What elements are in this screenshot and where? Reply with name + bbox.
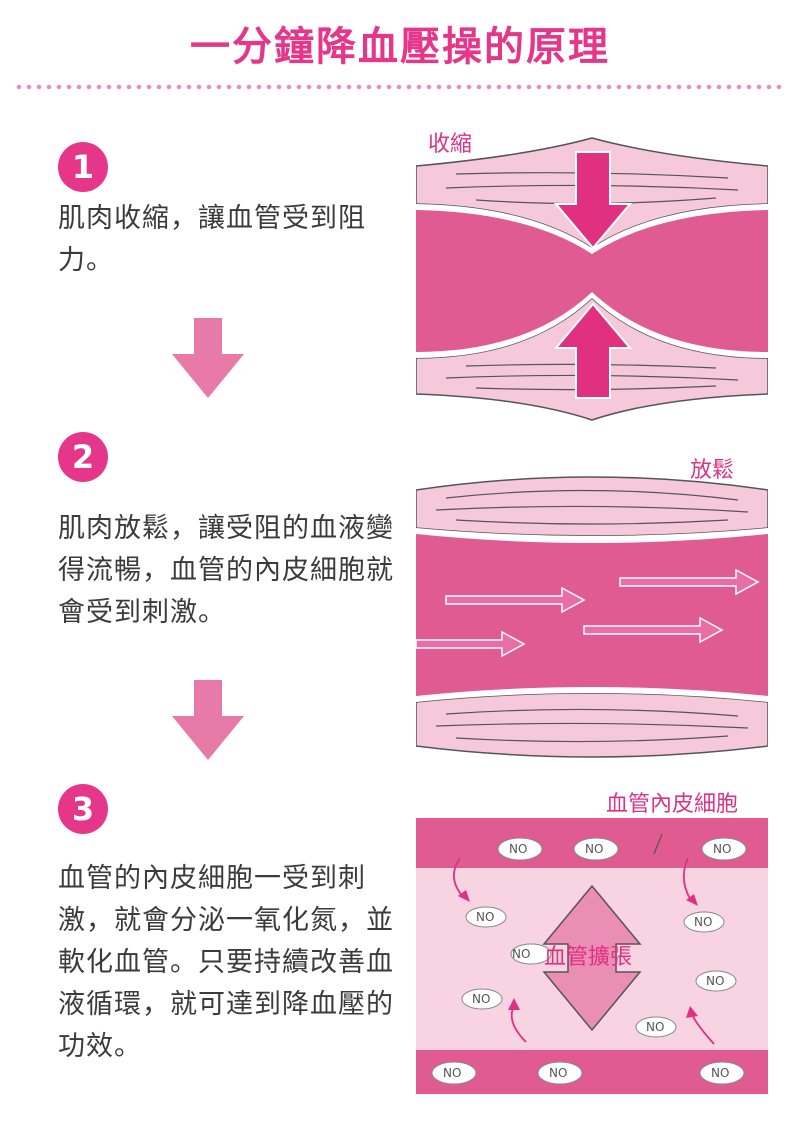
no-molecule-label: NO <box>713 842 731 856</box>
no-molecule-label: NO <box>585 842 603 856</box>
step-2-number: 2 <box>58 432 108 482</box>
relax-label: 放鬆 <box>690 458 735 483</box>
step-2-text: 肌肉放鬆，讓受阻的血液變得流暢，血管的內皮細胞就會受到刺激。 <box>58 513 394 628</box>
step-3-text: 血管的內皮細胞一受到刺激，就會分泌一氧化氮，並軟化血管。只要持續改善血液循環，就… <box>58 863 394 1062</box>
no-molecule-label: NO <box>509 842 527 856</box>
no-molecule-label: NO <box>476 910 494 924</box>
dilation-label: 血管擴張 <box>544 945 632 970</box>
step-3-number: 3 <box>58 784 108 834</box>
no-molecule-label: NO <box>694 915 712 929</box>
no-molecule-label: NO <box>646 1020 664 1034</box>
no-molecule-label: NO <box>706 974 724 988</box>
contract-label: 收縮 <box>428 132 473 157</box>
no-molecule-label: NO <box>549 1066 567 1080</box>
page-title: 一分鐘降血壓操的原理 <box>190 24 610 70</box>
step-1-text: 肌肉收縮，讓血管受到阻力。 <box>58 203 366 276</box>
down-arrow-icon <box>172 318 244 398</box>
no-molecule-label: NO <box>711 1066 729 1080</box>
down-arrow-icon <box>172 680 244 760</box>
dotted-divider <box>14 84 786 90</box>
dilation-illustration: NO NO NO NO NO NO NO NO NO NO NO NO 血管擴張 <box>416 818 768 1094</box>
no-molecule-label: NO <box>443 1066 461 1080</box>
step-1-number: 1 <box>58 142 108 192</box>
contraction-illustration <box>416 137 768 421</box>
endothelial-label: 血管內皮細胞 <box>606 792 739 817</box>
no-molecule-label: NO <box>472 992 490 1006</box>
no-molecule-label: NO <box>512 947 530 961</box>
relaxation-illustration <box>416 476 768 758</box>
